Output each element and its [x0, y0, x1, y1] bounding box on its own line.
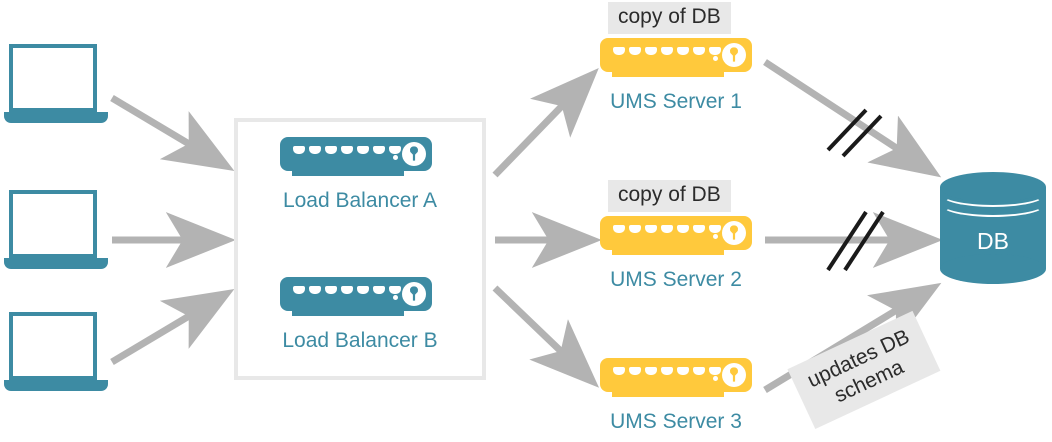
edge-lb-to-server3	[492, 285, 600, 388]
client-laptop-1	[4, 44, 114, 134]
laptop-screen	[9, 190, 97, 258]
ums-server-1: copy of DB UMS Server 1	[600, 2, 752, 113]
laptop-base	[4, 258, 108, 269]
appliance-status-dots	[713, 47, 718, 65]
laptop-base	[4, 380, 108, 391]
client-laptop-3	[4, 312, 114, 402]
appliance-logo-icon	[402, 282, 426, 306]
break-marks-server1	[826, 108, 883, 158]
copy-of-db-tag-2: copy of DB	[608, 180, 731, 212]
laptop-screen	[9, 44, 97, 112]
appliance-status-dots	[393, 286, 398, 304]
db-label: DB	[977, 228, 1009, 254]
appliance-icon	[280, 277, 432, 319]
ums-server-3-label: UMS Server 3	[610, 410, 742, 433]
load-balancer-group-box	[234, 118, 486, 380]
appliance-icon	[280, 137, 432, 179]
appliance-foot	[292, 168, 404, 176]
load-balancer-b-label: Load Balancer B	[282, 329, 438, 352]
appliance-logo-icon	[402, 142, 426, 166]
appliance-foot	[612, 389, 724, 397]
edge-lb-to-server1	[492, 67, 599, 178]
appliance-ports	[293, 286, 417, 294]
client-laptop-2	[4, 190, 114, 280]
appliance-status-dots	[393, 146, 398, 164]
database-cylinder: DB	[940, 172, 1046, 284]
appliance-ports	[613, 225, 737, 233]
appliance-ports	[613, 367, 737, 375]
ums-server-2: copy of DB UMS Server 2	[600, 180, 752, 291]
break-marks-server2	[826, 210, 885, 272]
appliance-icon	[600, 216, 752, 258]
appliance-logo-icon	[722, 43, 746, 67]
appliance-foot	[612, 69, 724, 77]
edge-client3-to-lb	[110, 288, 235, 366]
load-balancer-a-label: Load Balancer A	[282, 189, 438, 212]
db-bottom	[940, 254, 1046, 284]
appliance-ports	[613, 47, 737, 55]
db-ring-2	[940, 191, 1046, 217]
appliance-foot	[292, 308, 404, 316]
appliance-icon	[600, 358, 752, 400]
appliance-foot	[612, 247, 724, 255]
edge-client1-to-lb	[110, 94, 235, 172]
edge-server1-to-db	[763, 59, 942, 178]
copy-of-db-tag-1: copy of DB	[608, 2, 731, 34]
ums-server-1-label: UMS Server 1	[610, 90, 742, 113]
ums-server-2-label: UMS Server 2	[610, 268, 742, 291]
ums-server-3: UMS Server 3	[600, 358, 752, 433]
load-balancer-a: Load Balancer A	[280, 137, 440, 212]
appliance-status-dots	[713, 225, 718, 243]
laptop-base	[4, 112, 108, 123]
laptop-screen	[9, 312, 97, 380]
appliance-icon	[600, 38, 752, 80]
load-balancer-b: Load Balancer B	[280, 277, 440, 352]
appliance-logo-icon	[722, 363, 746, 387]
appliance-ports	[293, 146, 417, 154]
appliance-status-dots	[713, 367, 718, 385]
appliance-logo-icon	[722, 221, 746, 245]
